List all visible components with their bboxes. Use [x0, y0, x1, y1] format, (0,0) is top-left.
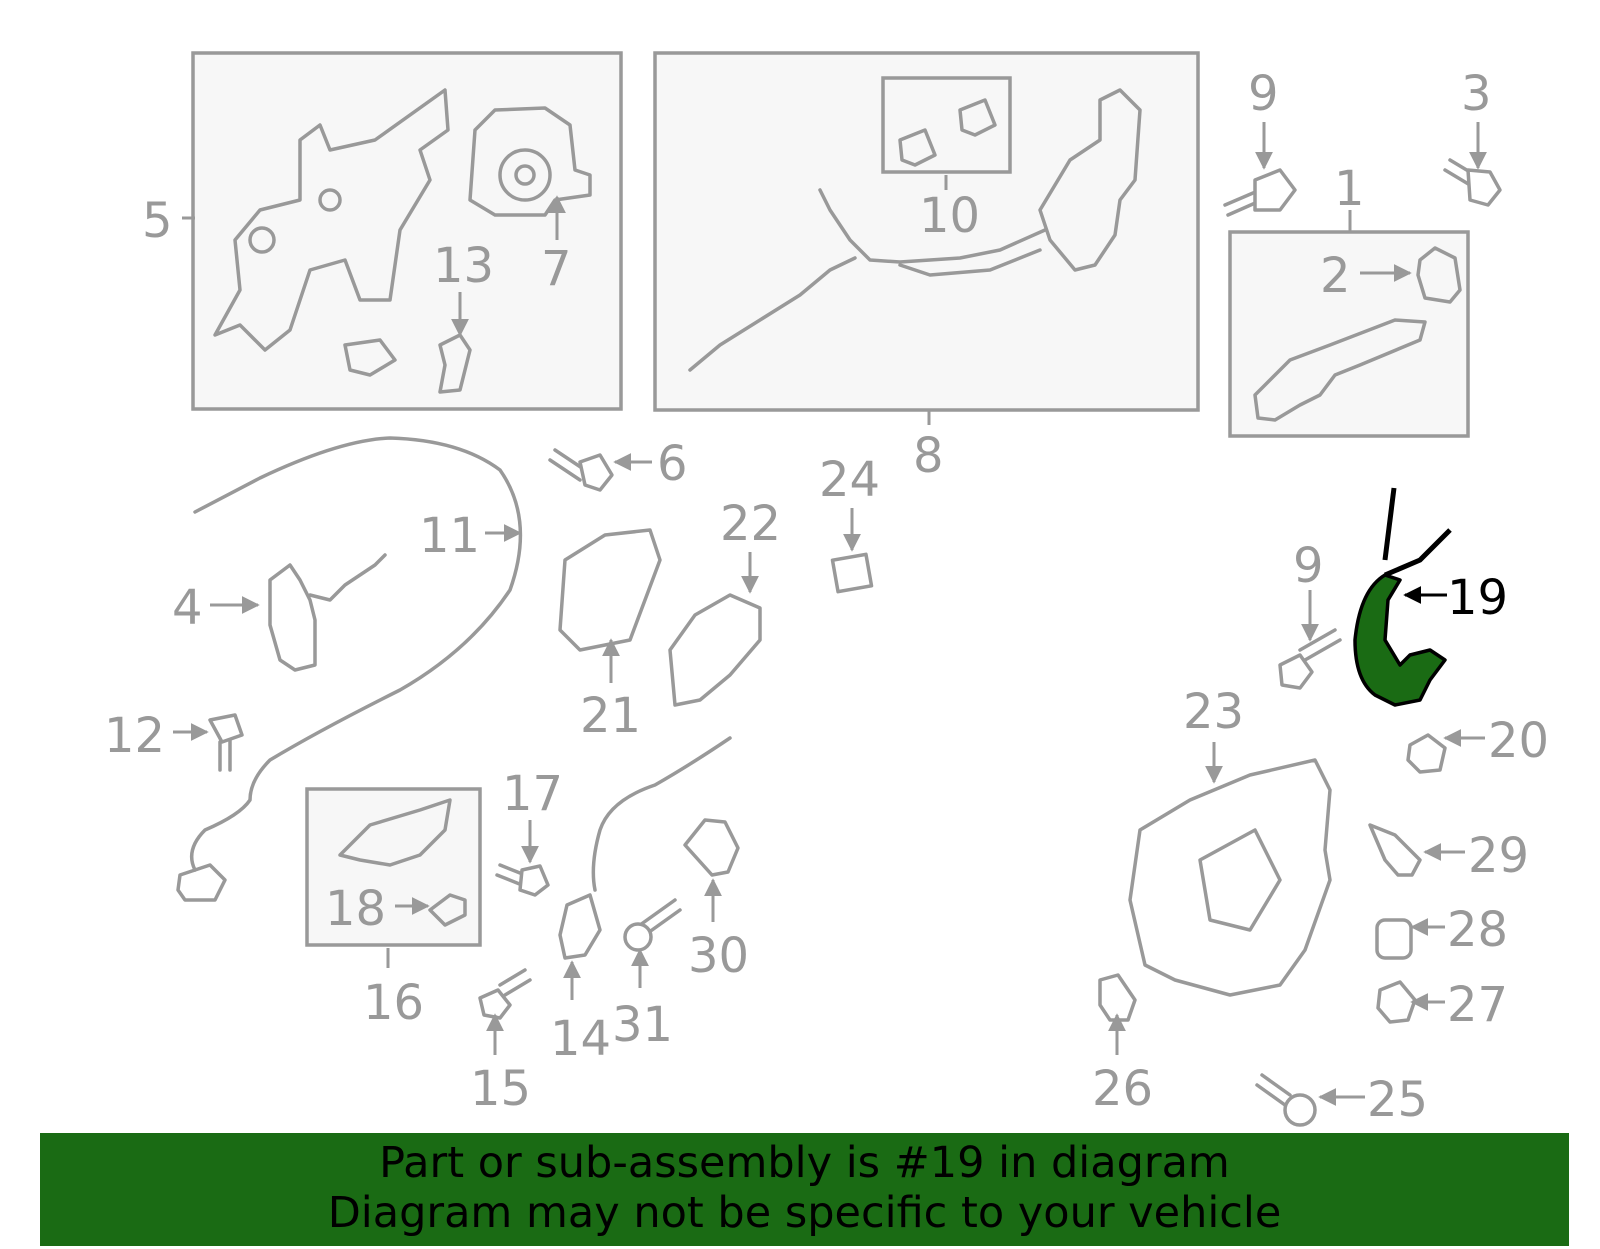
part-2-cap[interactable]: [1416, 246, 1462, 304]
part-5-lock-bracket[interactable]: [213, 88, 450, 377]
callout-24: 24: [819, 452, 880, 508]
callout-22: 22: [720, 496, 781, 552]
part-19-inner-handle-cable[interactable]: [1353, 487, 1452, 707]
callout-16: 16: [363, 975, 424, 1031]
part-3-bolt[interactable]: [1443, 158, 1502, 207]
part-29-push-pin[interactable]: [1368, 823, 1422, 877]
part-17-bolt[interactable]: [495, 863, 550, 897]
part-21-cover[interactable]: [558, 528, 662, 652]
callout-13: 13: [433, 238, 494, 294]
part-8-latch-assembly[interactable]: [688, 88, 1142, 372]
callout-30: 30: [688, 928, 749, 984]
part-11-cable[interactable]: [176, 436, 523, 902]
group-box-10: [881, 76, 1012, 174]
callout-8: 8: [913, 428, 944, 484]
part-24-pad[interactable]: [830, 552, 874, 594]
callout-11: 11: [419, 508, 480, 564]
callout-19: 19: [1447, 570, 1508, 626]
callout-7: 7: [541, 241, 572, 297]
callout-21: 21: [580, 688, 641, 744]
callout-4: 4: [172, 580, 203, 636]
part-30-bracket[interactable]: [683, 818, 740, 877]
part-9-bolt-top[interactable]: [1223, 168, 1297, 217]
callout-29: 29: [1468, 828, 1529, 884]
banner-line-2: Diagram may not be specific to your vehi…: [327, 1188, 1282, 1238]
part-31-bolt[interactable]: [623, 898, 682, 952]
callout-18: 18: [325, 881, 386, 937]
group-box-1: [1228, 230, 1470, 438]
callout-5: 5: [142, 193, 173, 249]
group-box-16: [305, 787, 482, 947]
callout-9-top: 9: [1248, 66, 1279, 122]
part-14-cable[interactable]: [558, 736, 732, 960]
part-28-grommet[interactable]: [1375, 918, 1413, 960]
part-18-clip[interactable]: [428, 893, 467, 927]
callout-28: 28: [1447, 902, 1508, 958]
callout-23: 23: [1183, 684, 1244, 740]
part-22-gasket[interactable]: [668, 593, 762, 707]
part-16-bracket[interactable]: [338, 798, 452, 867]
part-25-screw[interactable]: [1255, 1073, 1317, 1127]
callout-27: 27: [1447, 977, 1508, 1033]
part-1-outer-handle[interactable]: [1253, 318, 1427, 422]
part-12-bolt[interactable]: [208, 713, 244, 772]
part-7-actuator[interactable]: [468, 106, 592, 217]
callout-14: 14: [550, 1011, 611, 1067]
part-10-clips[interactable]: [898, 98, 997, 167]
callout-2: 2: [1320, 248, 1351, 304]
part-27-nut[interactable]: [1376, 980, 1417, 1024]
callout-26: 26: [1092, 1061, 1153, 1117]
callout-17: 17: [502, 766, 563, 822]
part-6-bolt[interactable]: [548, 448, 614, 492]
callout-1: 1: [1334, 161, 1365, 217]
part-26-push-pin[interactable]: [1098, 973, 1137, 1022]
callout-20: 20: [1488, 713, 1549, 769]
part-15-bolt[interactable]: [478, 968, 532, 1020]
callout-15: 15: [470, 1061, 531, 1117]
callout-6: 6: [657, 436, 688, 492]
info-banner: Part or sub-assembly is #19 in diagram D…: [40, 1133, 1569, 1246]
callout-10: 10: [919, 188, 980, 244]
callout-25: 25: [1367, 1072, 1428, 1128]
callout-3: 3: [1461, 66, 1492, 122]
leader-lines: [173, 122, 1487, 1106]
callout-31: 31: [612, 997, 673, 1053]
part-20-nut[interactable]: [1406, 733, 1447, 774]
banner-line-1: Part or sub-assembly is #19 in diagram: [379, 1138, 1230, 1188]
part-23-door-module[interactable]: [1128, 758, 1332, 997]
part-4-bracket[interactable]: [268, 553, 387, 672]
callout-9-right: 9: [1293, 538, 1324, 594]
callout-12: 12: [104, 708, 165, 764]
